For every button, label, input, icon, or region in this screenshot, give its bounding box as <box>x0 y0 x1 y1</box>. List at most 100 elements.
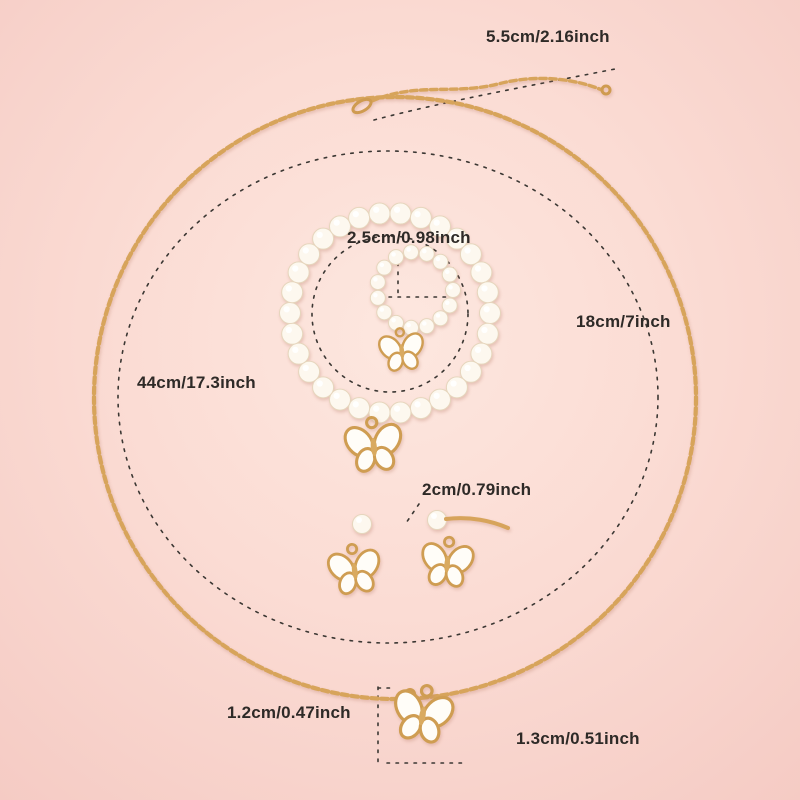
pearl-bead <box>432 310 449 327</box>
pearl-bead <box>287 261 310 284</box>
annotation-pendant-height: 1.2cm/0.47inch <box>227 703 351 722</box>
pearl-highlight <box>433 392 440 399</box>
pearl-highlight <box>391 317 396 323</box>
pearl-bead <box>281 281 304 304</box>
pearl-highlight <box>445 269 450 275</box>
bracelet-measure-circle <box>311 235 469 393</box>
pearl-bead <box>279 302 301 324</box>
pearl-highlight <box>302 247 309 254</box>
pearl-bead <box>409 206 432 229</box>
pearl-bead <box>389 202 412 225</box>
annotation-ring-diameter: 2.5cm/0.98inch <box>347 228 471 247</box>
pearl-highlight <box>474 346 482 354</box>
pearl-bead <box>368 202 391 225</box>
measure-guides <box>117 67 659 764</box>
pearl-highlight <box>379 307 385 312</box>
earring-left-butterfly <box>319 539 390 601</box>
pearl-bead <box>376 259 393 276</box>
pearl-highlight <box>391 252 396 257</box>
annotation-necklace-length: 44cm/17.3inch <box>137 373 256 392</box>
pearl-bead <box>470 261 493 284</box>
pearl-ring <box>369 244 461 336</box>
pearl-bead <box>418 245 435 262</box>
pearl-bead <box>479 302 501 324</box>
lobster-clasp <box>351 97 373 115</box>
pearl-bead <box>376 304 393 321</box>
pearl-highlight <box>292 265 299 272</box>
pearl-highlight <box>464 247 471 254</box>
ring-measure-lines <box>379 253 448 298</box>
pearl-highlight <box>414 401 421 408</box>
pearl-bead <box>445 282 461 298</box>
pearl-highlight <box>474 265 482 272</box>
pearl-highlight <box>435 256 441 262</box>
earring-post <box>444 516 510 530</box>
pearl-bead <box>476 322 499 345</box>
pearl-bead <box>369 289 386 306</box>
pearl-highlight <box>406 247 411 252</box>
earring-left-pearl-highlight <box>356 517 362 523</box>
pearl-bead <box>388 249 404 266</box>
annotation-bracelet-length: 18cm/7inch <box>576 312 671 331</box>
pearl-highlight <box>352 401 359 408</box>
necklace-chain <box>91 94 699 702</box>
pearl-bead <box>368 401 391 424</box>
pearl-highlight <box>373 292 378 298</box>
pearl-highlight <box>406 322 411 328</box>
annotation-extender-length: 5.5cm/2.16inch <box>486 27 610 46</box>
pearl-bead <box>418 318 435 335</box>
earring-left-pearl <box>352 514 372 534</box>
pearl-highlight <box>481 326 488 334</box>
pearl-highlight <box>333 219 340 226</box>
pearl-highlight <box>316 231 323 239</box>
extender-measure-curve <box>373 67 621 121</box>
pearl-highlight <box>352 210 359 218</box>
pearl-bead <box>389 401 412 424</box>
bracelet-butterfly-charm <box>336 413 411 478</box>
pearl-highlight <box>393 405 401 412</box>
necklace-measure-circle <box>117 150 659 644</box>
pearl-bead <box>476 281 499 304</box>
pearl-highlight <box>373 206 380 213</box>
annotation-earring-size: 2cm/0.79inch <box>422 480 532 499</box>
pearl-highlight <box>481 285 488 292</box>
butterfly-charms <box>319 324 510 751</box>
pearl-highlight <box>483 306 490 313</box>
earring-right-butterfly <box>413 533 482 593</box>
pearl-bead <box>281 322 304 345</box>
extender-end-ring <box>600 84 612 96</box>
pearl-bead <box>298 360 321 383</box>
pearl-bead <box>348 206 371 229</box>
pearl-highlight <box>316 380 323 387</box>
pearl-bead <box>432 253 449 270</box>
pearl-highlight <box>422 248 427 254</box>
pearl-bracelet <box>279 202 501 424</box>
pearl-bead <box>441 266 458 283</box>
earring-right-pearl-highlight <box>431 513 437 519</box>
pearl-bead <box>369 274 386 291</box>
pearl-highlight <box>373 277 378 282</box>
pearl-bead <box>441 297 458 314</box>
pearl-bead <box>429 388 451 411</box>
pearl-bead <box>470 342 493 365</box>
pearl-bead <box>409 397 432 420</box>
pearl-bead <box>348 397 371 420</box>
pearl-highlight <box>393 206 401 213</box>
pearl-highlight <box>414 210 421 218</box>
annotation-pendant-width: 1.3cm/0.51inch <box>516 729 640 748</box>
pearl-highlight <box>285 285 292 292</box>
pearl-highlight <box>333 392 340 399</box>
pearl-highlight <box>283 306 290 313</box>
pearl-highlight <box>433 219 440 226</box>
pearl-highlight <box>373 405 380 412</box>
pearl-bead <box>287 342 310 365</box>
pearl-highlight <box>435 313 441 318</box>
extender-chain <box>370 76 604 103</box>
pearl-highlight <box>450 380 457 387</box>
pearl-highlight <box>302 364 309 372</box>
pearl-highlight <box>445 300 450 306</box>
pearl-highlight <box>450 231 457 239</box>
pearl-highlight <box>379 262 385 268</box>
